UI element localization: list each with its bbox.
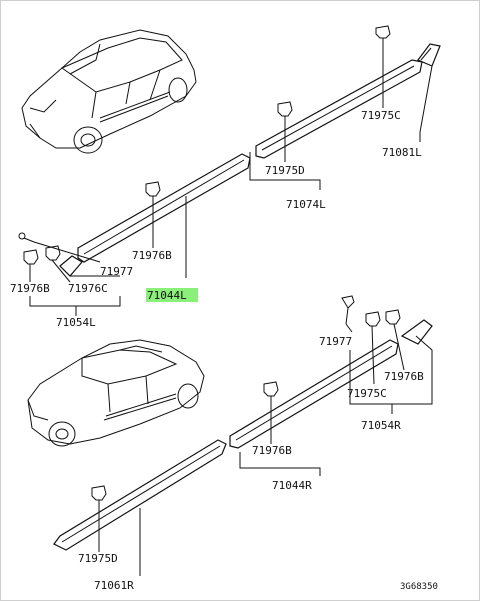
part-labels: 71975C 71081L 71975D 71074L 71976B 71977… [10, 109, 438, 592]
part-71054R [400, 319, 433, 345]
label-71074L[interactable]: 71074L [286, 198, 326, 211]
highlight-71044L [146, 288, 198, 302]
label-71044R[interactable]: 71044R [272, 479, 312, 492]
label-71054L[interactable]: 71054L [56, 316, 96, 329]
car-illustration-top [21, 29, 197, 154]
label-71975D-bottom[interactable]: 71975D [78, 552, 118, 565]
clip-71975D-bottom [91, 485, 107, 501]
part-71061R-molding [53, 439, 227, 551]
clip-71975C-bottom [365, 311, 381, 327]
label-71975C-bottom[interactable]: 71975C [347, 387, 387, 400]
clip-71977-top [18, 232, 35, 243]
label-71976B-right[interactable]: 71976B [384, 370, 424, 383]
leaders-top [29, 44, 433, 316]
label-71044L[interactable]: 71044L [147, 289, 187, 302]
leaders-bottom [98, 323, 433, 576]
clip-71976C-left [45, 245, 61, 261]
label-71976C-left[interactable]: 71976C [68, 282, 108, 295]
part-71054L-molding [59, 255, 83, 277]
diagram-code: 3G68350 [400, 582, 438, 592]
label-71976B-mid[interactable]: 71976B [252, 444, 292, 457]
clip-71977-bottom [341, 295, 355, 325]
label-71061R[interactable]: 71061R [94, 579, 134, 592]
part-71081L [417, 43, 441, 67]
part-71044R-molding [229, 339, 399, 449]
label-71977-top[interactable]: 71977 [100, 265, 133, 278]
clip-71976B-top [145, 181, 161, 202]
clip-71976B-right [385, 309, 401, 325]
label-71976B-top[interactable]: 71976B [132, 249, 172, 262]
clip-71975D-top [277, 101, 293, 122]
clip-71975C-top [375, 25, 391, 44]
part-71044L-molding [77, 153, 251, 263]
label-71975D-top[interactable]: 71975D [265, 164, 305, 177]
label-71054R[interactable]: 71054R [361, 419, 401, 432]
label-71975C-top[interactable]: 71975C [361, 109, 401, 122]
car-illustration-bottom [27, 339, 205, 447]
label-71976B-left[interactable]: 71976B [10, 282, 50, 295]
label-71977-bottom[interactable]: 71977 [319, 335, 352, 348]
clip-71976B-left [23, 249, 39, 265]
label-71081L[interactable]: 71081L [382, 146, 422, 159]
part-71074L-molding [255, 59, 423, 159]
clip-71976B-mid [263, 381, 279, 397]
